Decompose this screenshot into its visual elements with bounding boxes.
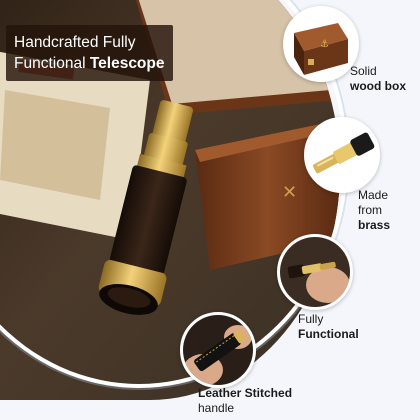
leather-handle-icon (180, 312, 256, 388)
feature-label-functional: Fully Functional (298, 312, 359, 341)
headline-line-2: Functional Telescope (14, 55, 165, 72)
wood-box-icon: ⚓ (283, 6, 359, 82)
svg-text:⚓: ⚓ (320, 39, 329, 50)
headline-line-1: Handcrafted Fully (14, 34, 136, 51)
svg-text:✕: ✕ (282, 182, 297, 203)
headline-emphasis: Telescope (89, 55, 165, 72)
hand-holding-telescope-icon (277, 234, 353, 310)
feature-label-wood-box: Solid wood box (350, 64, 406, 93)
headline-banner: Handcrafted Fully Functional Telescope (6, 25, 173, 81)
feature-label-leather: Leather Stitched handle (198, 386, 293, 415)
feature-label-brass: Made from brass (358, 188, 391, 232)
brass-tube-icon (304, 117, 380, 193)
